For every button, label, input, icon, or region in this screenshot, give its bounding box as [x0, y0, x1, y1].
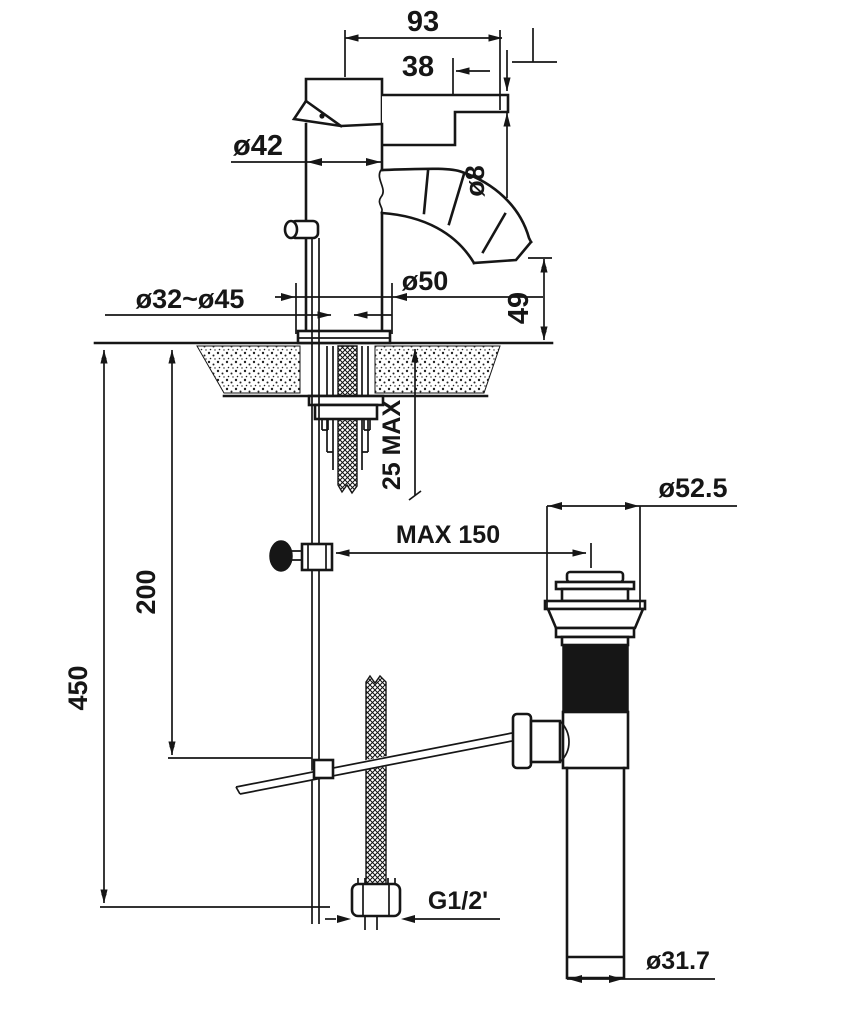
g-half-nut [350, 882, 402, 918]
dimension-annotations: 93 38 ø8 ø42 ø32~ø45 ø50 49 25 MAX [63, 6, 737, 983]
dim-spout-tube-diameter-label: ø8 [460, 165, 490, 197]
lever-arm [382, 93, 510, 147]
pop-up-drain [511, 570, 647, 980]
faucet-assembly [291, 77, 533, 334]
dim-hose-drop-label: 200 [131, 569, 161, 614]
dim-drain-flange-label: ø52.5 [658, 473, 727, 503]
lift-rod [283, 219, 320, 924]
mounting-hardware [296, 329, 392, 495]
deck-section [93, 341, 554, 398]
dim-overall-height-label: 450 [63, 665, 93, 710]
dim-lift-rod-travel-label: MAX 150 [396, 521, 500, 549]
dim-spout-reach-label: 93 [407, 6, 439, 38]
supply-hose-lower [350, 674, 402, 930]
dim-supply-thread-label: G1/2' [428, 887, 488, 915]
dim-base-diameter-label: ø50 [402, 266, 449, 296]
dim-handle-offset-label: 38 [402, 51, 434, 83]
dim-deck-thickness-label: 25 MAX [378, 400, 406, 491]
clamp-knob [269, 540, 293, 572]
lever-rod [235, 732, 513, 795]
handle [291, 77, 384, 128]
dim-body-diameter-label: ø42 [233, 130, 283, 162]
dim-mounting-hole-range-label: ø32~ø45 [136, 284, 245, 314]
spout [380, 167, 533, 265]
rod-clamp [269, 540, 334, 572]
dim-spout-height-label: 49 [503, 292, 535, 324]
dim-tailpipe-diameter-label: ø31.7 [646, 947, 710, 975]
rod-joint [312, 758, 335, 780]
